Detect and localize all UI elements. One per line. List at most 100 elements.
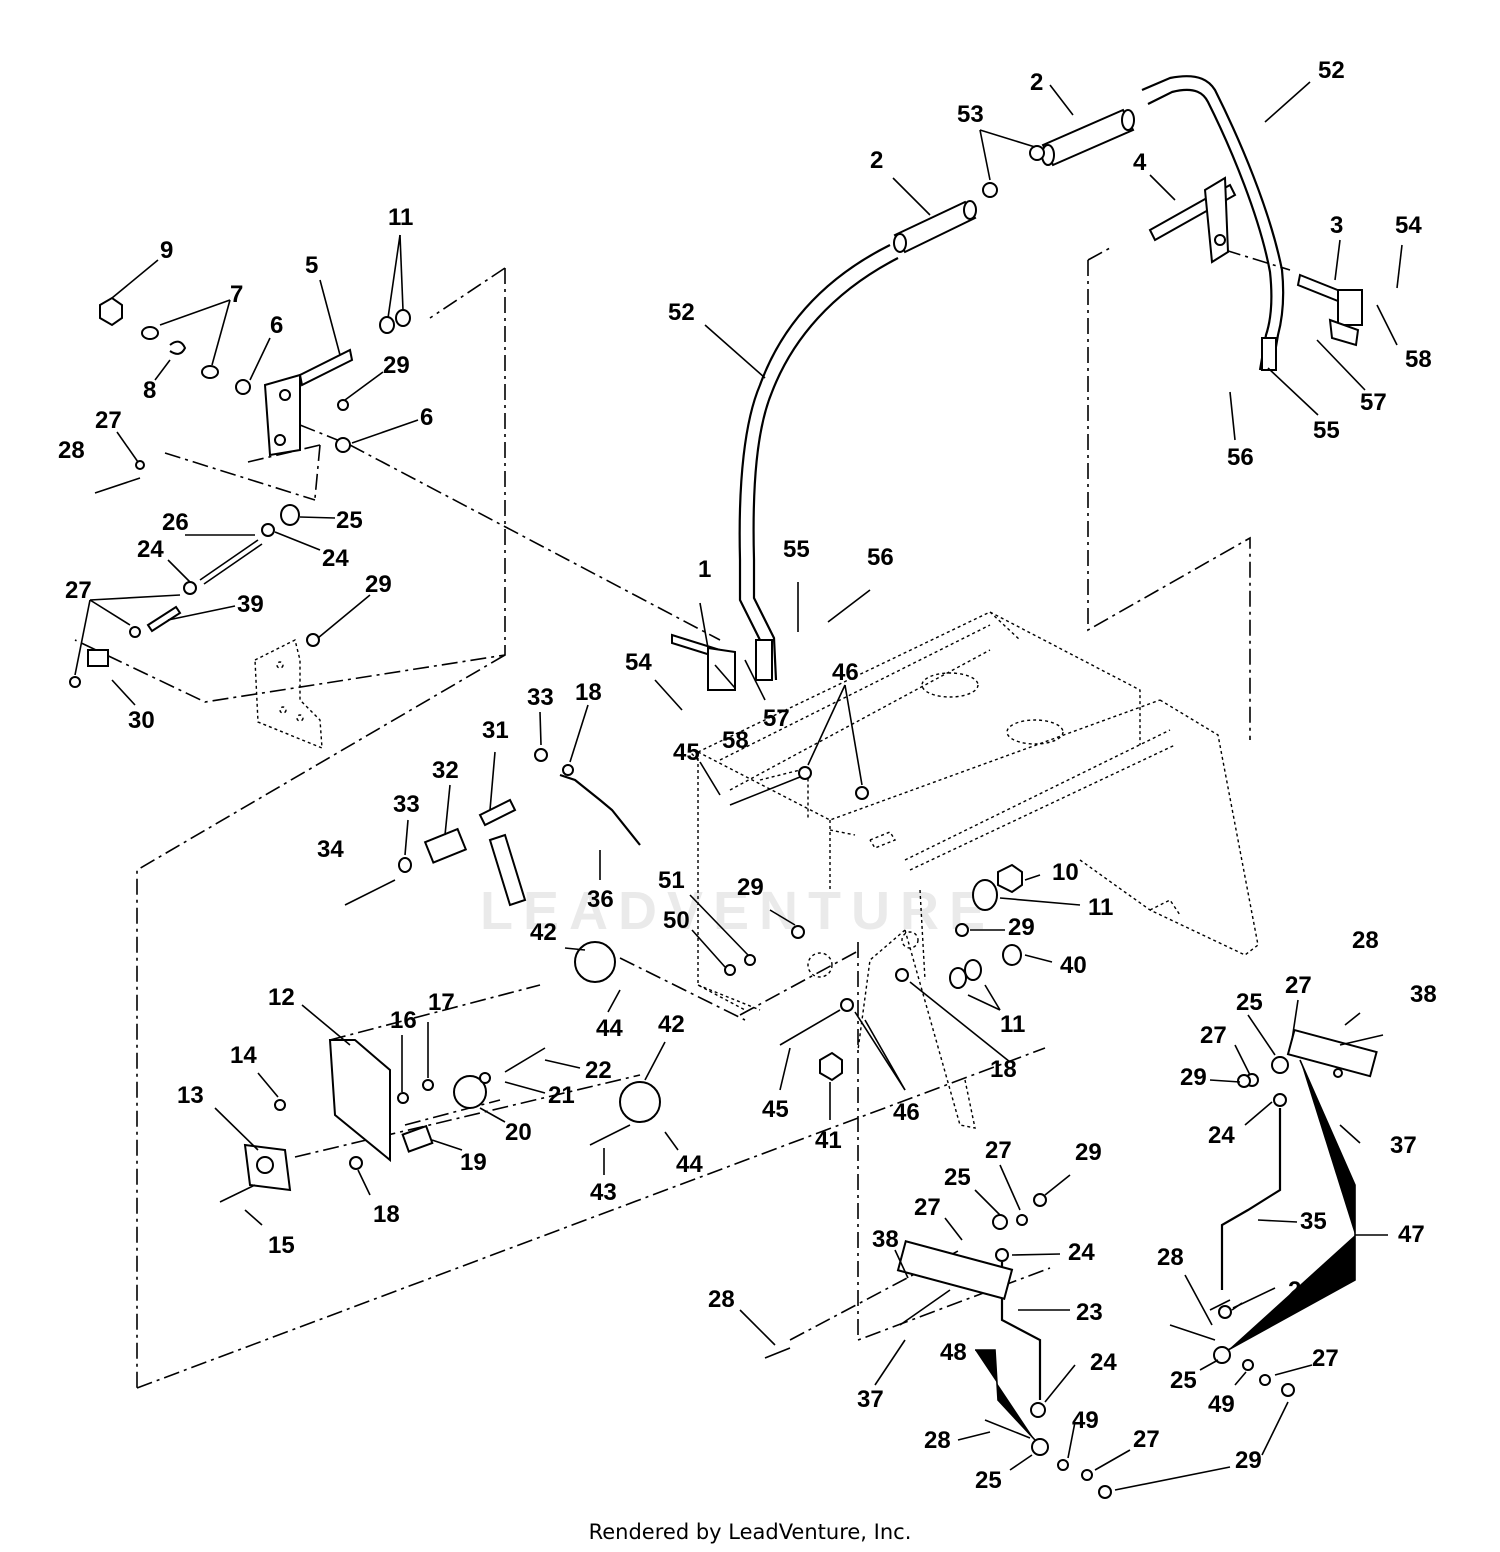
callout-54-a: 54	[1395, 212, 1422, 239]
callout-47: 47	[1398, 1221, 1425, 1248]
callout-37-a: 37	[1390, 1132, 1417, 1159]
callout-53: 53	[957, 101, 984, 128]
callout-7: 7	[230, 281, 243, 308]
callout-27-g: 27	[1312, 1345, 1339, 1372]
callout-29-d: 29	[1008, 914, 1035, 941]
callout-58-a: 58	[1405, 346, 1432, 373]
left-bracket	[254, 638, 323, 750]
shafts	[263, 176, 1363, 691]
callout-11-b: 11	[1088, 894, 1113, 921]
callout-5: 5	[305, 252, 318, 279]
callout-29-f: 29	[1075, 1139, 1102, 1166]
callout-28-b: 28	[1352, 927, 1379, 954]
callout-4: 4	[1133, 149, 1147, 176]
callout-54-b: 54	[625, 649, 652, 676]
callout-27-c: 27	[1285, 972, 1312, 999]
callout-29-b: 29	[365, 571, 392, 598]
callout-18-b: 18	[373, 1201, 400, 1228]
callout-52-b: 52	[1318, 57, 1345, 84]
callout-11-a: 11	[388, 204, 413, 231]
callout-34: 34	[317, 836, 344, 863]
phantom-outlines	[74, 247, 1291, 1389]
callout-25-c: 25	[944, 1164, 971, 1191]
callout-27-f: 27	[914, 1194, 941, 1221]
callout-25-a: 25	[336, 507, 363, 534]
callout-38-a: 38	[1410, 981, 1437, 1008]
callout-38-b: 38	[872, 1226, 899, 1253]
callout-18-a: 18	[575, 679, 602, 706]
callout-19: 19	[460, 1149, 487, 1176]
callout-27-e: 27	[985, 1137, 1012, 1164]
callout-16: 16	[390, 1007, 417, 1034]
callout-24-a: 24	[137, 536, 164, 563]
callout-29-c: 29	[737, 874, 764, 901]
callout-11-c: 11	[1000, 1011, 1025, 1038]
callout-28-e: 28	[924, 1427, 951, 1454]
grips	[893, 108, 1135, 254]
callout-9: 9	[160, 237, 173, 264]
leader-lines	[74, 81, 1403, 1491]
callout-10: 10	[1052, 859, 1079, 886]
callout-36: 36	[587, 886, 614, 913]
callout-29-e: 29	[1180, 1064, 1207, 1091]
right-handle-mount	[1261, 337, 1277, 371]
callout-55-a: 55	[783, 536, 810, 563]
callout-42-a: 42	[530, 919, 557, 946]
callout-39: 39	[237, 591, 264, 618]
callout-21: 21	[548, 1082, 575, 1109]
callout-2-b: 2	[1030, 69, 1043, 96]
callout-45-b: 45	[762, 1096, 789, 1123]
callout-24-f: 24	[1090, 1349, 1117, 1376]
callout-1: 1	[698, 556, 711, 583]
callout-29-a: 29	[383, 352, 410, 379]
callouts: 1 2 2 3 4 5 6 6 7 8 9 10 11 11 11 12 13 …	[58, 57, 1437, 1494]
callout-49-b: 49	[1208, 1391, 1235, 1418]
callout-2-a: 2	[870, 147, 883, 174]
callout-58-b: 58	[722, 727, 749, 754]
callout-25-e: 25	[975, 1467, 1002, 1494]
callout-41: 41	[815, 1127, 842, 1154]
watermark-text: LEADVENTURE	[480, 881, 996, 941]
callout-51: 51	[658, 867, 685, 894]
handle-tubes	[738, 75, 1285, 681]
callout-17: 17	[428, 989, 455, 1016]
callout-46-a: 46	[832, 659, 859, 686]
callout-6-b: 6	[420, 404, 433, 431]
callout-43: 43	[590, 1179, 617, 1206]
callout-27-d: 27	[1200, 1022, 1227, 1049]
callout-18-c: 18	[990, 1056, 1017, 1083]
callout-28-d: 28	[708, 1286, 735, 1313]
left-handle-mount	[755, 639, 773, 681]
footer-credit: Rendered by LeadVenture, Inc.	[588, 1520, 912, 1544]
callout-35: 35	[1300, 1208, 1327, 1235]
callout-26: 26	[162, 509, 189, 536]
callout-29-g: 29	[1235, 1447, 1262, 1474]
callout-14: 14	[230, 1042, 257, 1069]
callout-24-b: 24	[322, 545, 349, 572]
callout-44-a: 44	[596, 1015, 623, 1042]
callout-40: 40	[1060, 952, 1087, 979]
callout-56-a: 56	[867, 544, 894, 571]
callout-56-b: 56	[1227, 444, 1254, 471]
callout-57-b: 57	[763, 705, 790, 732]
callout-46-b: 46	[893, 1099, 920, 1126]
callout-44-b: 44	[676, 1151, 703, 1178]
callout-20: 20	[505, 1119, 532, 1146]
callout-23: 23	[1076, 1299, 1103, 1326]
callout-27-h: 27	[1133, 1426, 1160, 1453]
callout-31: 31	[482, 717, 509, 744]
callout-28-a: 28	[58, 437, 85, 464]
callout-8: 8	[143, 377, 156, 404]
callout-6-a: 6	[270, 312, 283, 339]
callout-3: 3	[1330, 212, 1343, 239]
callout-27-b: 27	[65, 577, 92, 604]
callout-30: 30	[128, 707, 155, 734]
hardware	[69, 296, 1384, 1499]
callout-37-b: 37	[857, 1386, 884, 1413]
callout-33-a: 33	[527, 684, 554, 711]
callout-13: 13	[177, 1082, 204, 1109]
callout-27-a: 27	[95, 407, 122, 434]
callout-42-b: 42	[658, 1011, 685, 1038]
callout-25-d: 25	[1170, 1367, 1197, 1394]
